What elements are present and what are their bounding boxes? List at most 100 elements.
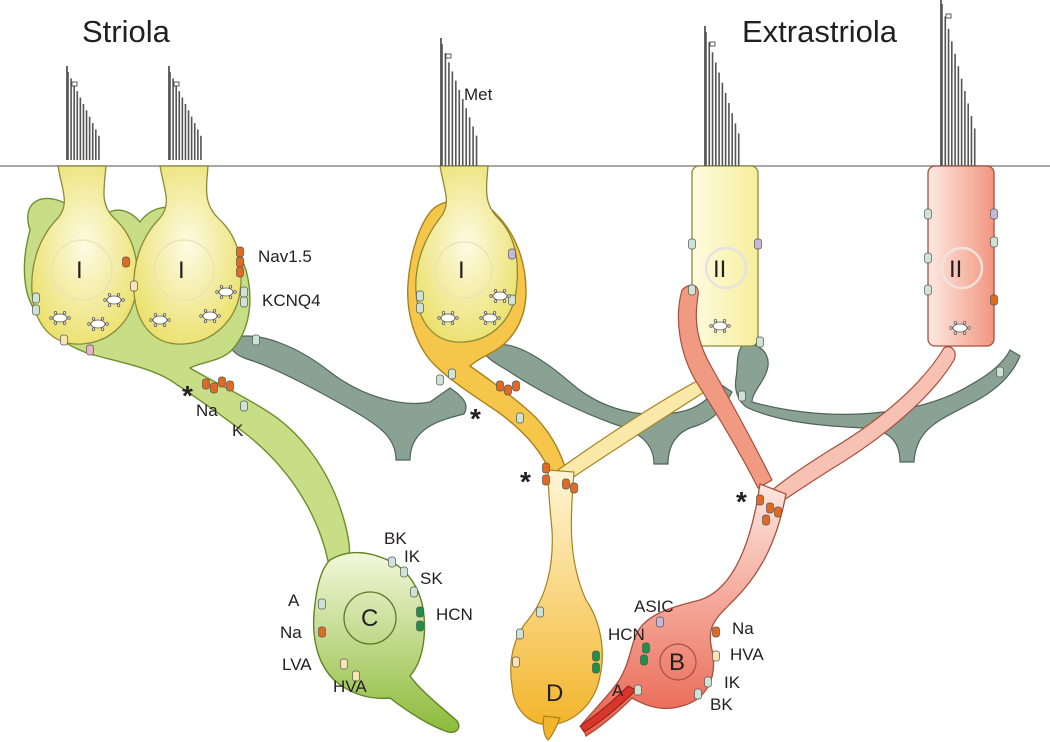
synaptic-ribbon [440,313,456,323]
synaptic-vesicle [100,317,105,321]
ion-channel [400,566,408,578]
synaptic-ribbon [492,291,508,301]
hair-cell-i-right-body [415,165,519,343]
synaptic-vesicle [455,316,459,320]
ion-channel [32,292,40,304]
ion-channel [448,368,456,380]
label-b-hva: HVA [730,645,764,664]
hair-cell-i-right-nucleus [435,241,493,299]
met-channel-marker [173,81,180,87]
ion-channel [704,676,712,688]
synaptic-ribbon [106,295,122,305]
synaptic-vesicle [722,329,727,333]
label-c-a: A [288,591,300,610]
synaptic-vesicle [62,321,67,325]
synaptic-vesicle [100,327,105,331]
synaptic-vesicle [709,324,713,328]
ion-channel [340,658,348,670]
synaptic-ribbon [482,313,498,323]
synaptic-ribbon [202,311,218,321]
ion-channels [32,208,1004,700]
cell-label-i-mid: I [178,257,185,284]
ion-channel [122,256,130,268]
ion-channel [542,474,550,486]
ion-channel [688,284,696,296]
synaptic-vesicle [153,323,158,327]
synaptic-ribbon [90,319,106,329]
asterisk-neuron-b: * [736,486,747,517]
hair-cell-i-mid [133,165,242,345]
synaptic-vesicle [492,311,497,315]
ion-channel [512,380,520,392]
synaptic-vesicle [713,319,718,323]
synaptic-vesicle [67,316,71,320]
synaptic-vesicle [49,316,53,320]
hair-cell-i-mid-body [133,165,242,345]
synaptic-vesicle [228,295,233,299]
asterisk-neuron-d-calyx: * [470,403,481,434]
synaptic-vesicle [441,311,446,315]
ion-channel [416,620,424,632]
synaptic-ribbon [712,321,728,331]
synaptic-vesicle [217,314,221,318]
ion-channel [252,334,260,346]
cell-label-ii-salmon: II [949,256,962,283]
ion-channel [712,650,720,662]
hair-bundles [66,0,976,166]
synaptic-vesicle [441,321,446,325]
synaptic-vesicle [228,285,233,289]
synaptic-vesicle [962,331,967,335]
ion-channel [592,650,600,662]
ion-channel [512,656,520,668]
met-channel-marker [71,81,78,87]
synaptic-vesicle [121,298,125,302]
synaptic-vesicle [203,319,208,323]
label-k-axon: K [232,421,244,440]
neuron-b-nucleus [659,643,697,681]
synaptic-vesicle [215,290,219,294]
label-c-bk: BK [384,529,407,548]
synaptic-vesicle [967,326,971,330]
ion-channel [766,502,774,514]
neuron-d-tail [542,715,561,741]
synaptic-vesicle [212,309,217,313]
synaptic-vesicle [502,299,507,303]
hair-cell-ii-salmon-nucleus [940,246,984,290]
label-nav15: Nav1.5 [258,247,312,266]
synaptic-vesicle [199,314,203,318]
synaptic-ribbon [218,287,234,297]
synaptic-vesicle [116,303,121,307]
ion-channel [240,286,248,298]
neuron-d-axon [510,469,603,726]
ion-channel [436,374,444,386]
label-c-lva: LVA [282,655,312,674]
ion-channel [774,506,782,518]
ion-channel [416,302,424,314]
ion-channel [642,642,650,654]
ion-channel [990,208,998,220]
neuron-c-soma [312,551,460,734]
met-channel-marker [945,13,952,19]
synaptic-vesicle [105,322,109,326]
ion-channel [236,256,244,268]
label-b-hcn: HCN [608,625,645,644]
ion-channel [416,290,424,302]
neuron-b-right-process [769,346,956,505]
ion-channel [738,390,746,402]
neuron-b-left-process [677,284,773,489]
synaptic-vesicle [233,290,237,294]
synaptic-vesicle [492,321,497,325]
synaptic-vesicle [483,311,488,315]
synaptic-vesicle [489,294,493,298]
synaptic-vesicle [497,316,501,320]
synaptic-vesicle [479,316,483,320]
ion-channel [756,336,764,348]
ion-channel [508,248,516,260]
bouton-processes [229,335,1021,465]
ion-channel [218,376,226,388]
ion-channel [694,688,702,700]
synaptic-vesicle [219,285,224,289]
ion-channel [762,514,770,526]
label-b-na: Na [732,619,754,638]
